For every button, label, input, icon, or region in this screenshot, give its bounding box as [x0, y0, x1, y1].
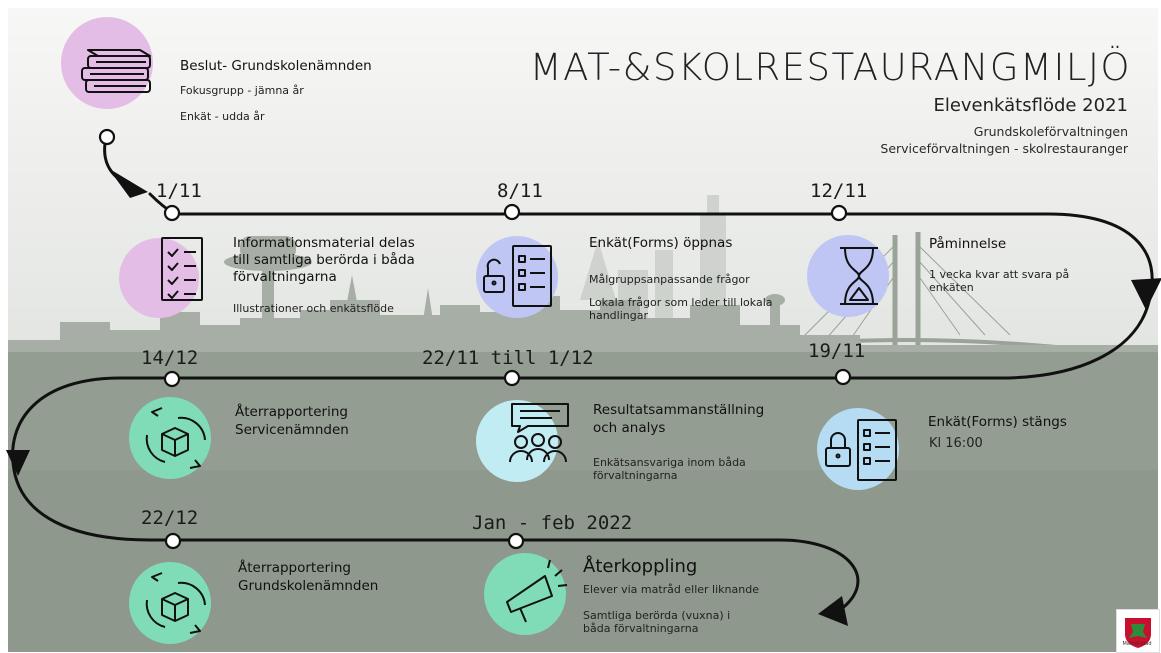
- page-subtitle: Elevenkätsflöde 2021: [933, 95, 1128, 116]
- milestone-heading: Enkät(Forms) öppnas: [589, 235, 733, 251]
- milestone-heading: Återrapportering Servicenämnden: [235, 404, 349, 438]
- milestone-note: Kl 16:00: [929, 436, 983, 451]
- milestone-note: Elever via matråd eller liknande: [583, 583, 759, 596]
- milestone-note: Målgruppsanpassande frågor: [589, 273, 750, 286]
- intro-line-1: Fokusgrupp - jämna år: [180, 84, 304, 97]
- date-label: 22/11 till 1/12: [422, 347, 594, 369]
- date-label: 22/12: [141, 507, 199, 529]
- milestone-note: Enkätsansvariga inom båda förvaltningarn…: [593, 456, 746, 483]
- org-line-1: Grundskoleförvaltningen: [973, 124, 1128, 139]
- logo-caption: Malmö stad: [1122, 641, 1152, 647]
- milestone-note: Samtliga berörda (vuxna) i båda förvaltn…: [583, 609, 731, 636]
- page-title: MAT-&SKOLRESTAURANGMILJÖ: [529, 46, 1131, 89]
- milestone-heading: Återkoppling: [583, 556, 698, 577]
- intro-heading: Beslut- Grundskolenämnden: [180, 58, 372, 74]
- milestone-note: Illustrationer och enkätsflöde: [233, 302, 394, 315]
- date-label: 8/11: [497, 180, 543, 202]
- milestone-heading: Påminnelse: [929, 236, 1007, 252]
- date-label: 14/12: [141, 347, 199, 369]
- org-line-2: Serviceförvaltningen - skolrestauranger: [880, 141, 1128, 156]
- milestone-note: Lokala frågor som leder till lokala hand…: [589, 296, 773, 323]
- milestone-heading: Informationsmaterial delas till samtliga…: [233, 235, 415, 285]
- date-label: Jan - feb 2022: [472, 512, 633, 534]
- city-skyline: [8, 236, 1158, 360]
- date-label: 1/11: [156, 180, 202, 202]
- milestone-heading: Återrapportering Grundskolenämnden: [238, 560, 379, 594]
- intro-line-2: Enkät - udda år: [180, 110, 265, 123]
- city-logo: [1116, 609, 1160, 653]
- date-label: 19/11: [808, 340, 866, 362]
- griffin-logo-icon: [1125, 618, 1151, 648]
- milestone-heading: Resultatsammanställning och analys: [593, 402, 765, 436]
- date-label: 12/11: [810, 180, 868, 202]
- milestone-heading: Enkät(Forms) stängs: [928, 414, 1067, 430]
- milestone-note: 1 vecka kvar att svara på enkäten: [929, 268, 1070, 295]
